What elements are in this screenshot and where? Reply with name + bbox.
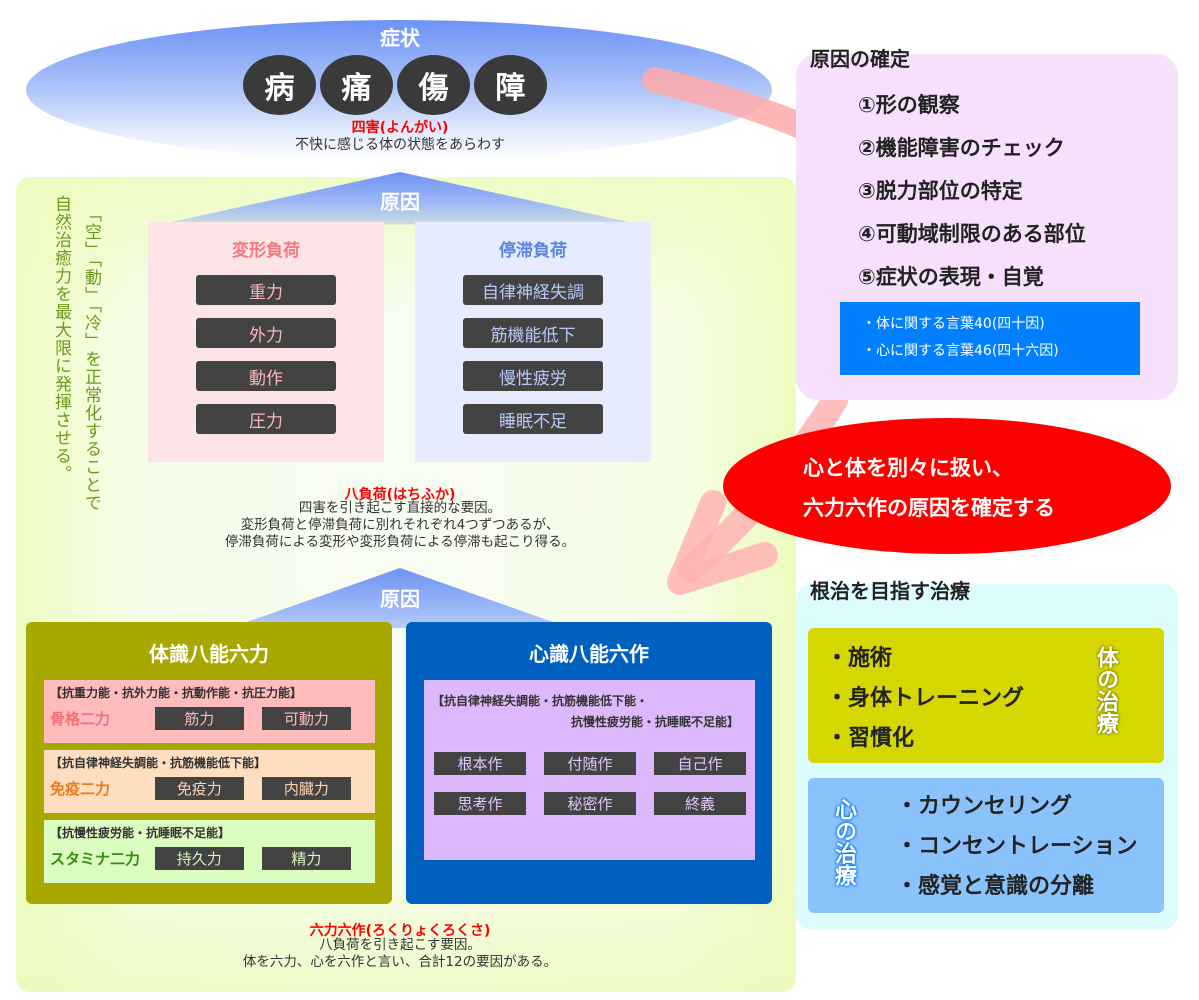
load-item: 外力 (196, 318, 336, 348)
symptom-circle: 痛 (320, 55, 393, 115)
deformation-load-box: 変形負荷 重力 外力 動作 圧力 (148, 222, 384, 462)
callout-line: 六力六作の原因を確定する (803, 496, 1055, 520)
eight-loads-line: 四害を引き起こす直接的な要因。 (298, 500, 502, 516)
load-item: 慢性疲労 (463, 361, 603, 391)
power-row-sub: 【抗自律神経失調能・抗筋機能低下能】 (50, 756, 267, 770)
treatment-item: ・施術 (826, 646, 893, 671)
cause-determination-list: ①形の観察 ②機能障害のチェック ③脱力部位の特定 ④可動域制限のある部位 ⑤症… (858, 90, 1086, 305)
power-row-name: 骨格二力 (50, 710, 111, 728)
six-powers-title: 六力六作(ろくりょくろくさ) (309, 923, 491, 939)
four-harms-title: 四害(よんがい) (351, 120, 449, 136)
treatment-title: 根治を目指す治療 (810, 579, 970, 603)
body-treatment-list: ・施術 ・身体トレーニング ・習慣化 (826, 644, 1024, 764)
cause-step: ③脱力部位の特定 (858, 179, 1023, 203)
load-item: 筋機能低下 (463, 318, 603, 348)
mind-sub-line1: 【抗自律神経失調能・抗筋機能低下能・ (432, 694, 649, 708)
word-count-item: ・体に関する言葉40(四十因) (862, 316, 1045, 332)
six-powers-line: 八負荷を引き起こす要因。 (319, 937, 481, 953)
eight-loads-line: 停滞負荷による変形や変形負荷による停滞も起こり得る。 (224, 534, 576, 550)
treatment-item: ・コンセントレーション (896, 834, 1138, 859)
four-harms-desc: 不快に感じる体の状態をあらわす (295, 137, 505, 153)
callout-line: 心と体を別々に扱い、 (803, 456, 1013, 480)
power-cell: 精力 (261, 847, 352, 870)
power-row-name: 免疫二力 (50, 780, 111, 798)
load-item: 睡眠不足 (463, 404, 603, 434)
mind-cell: 終義 (654, 792, 746, 815)
mind-cell: 付随作 (544, 752, 636, 775)
power-row-skeleton: 【抗重力能・抗外力能・抗動作能・抗圧力能】 骨格二力 筋力 可動力 (44, 680, 375, 743)
power-row-name: スタミナ二力 (50, 850, 141, 868)
body-panel: 体識八能六力 【抗重力能・抗外力能・抗動作能・抗圧力能】 骨格二力 筋力 可動力… (26, 622, 392, 904)
load-item: 自律神経失調 (463, 275, 603, 305)
body-treatment-box: ・施術 ・身体トレーニング ・習慣化 体の治療 (808, 628, 1164, 763)
power-row-sub: 【抗重力能・抗外力能・抗動作能・抗圧力能】 (50, 686, 303, 700)
callout-ellipse (723, 418, 1171, 554)
mind-panel: 心識八能六作 【抗自律神経失調能・抗筋機能低下能・ 抗慢性疲労能・抗睡眠不足能】… (406, 622, 772, 904)
symptom-circle: 病 (243, 55, 316, 115)
six-powers-line: 体を六力、心を六作と言い、合計12の要因がある。 (242, 954, 558, 970)
mind-treatment-list: ・カウンセリング ・コンセントレーション ・感覚と意識の分離 (896, 792, 1138, 912)
load-item: 圧力 (196, 404, 336, 434)
cause-determination-title: 原因の確定 (810, 47, 910, 71)
body-panel-title: 体識八能六力 (149, 642, 269, 666)
eight-loads-line: 変形負荷と停滞負荷に別れそれぞれ4つずつあるが、 (240, 517, 560, 533)
cause-step: ④可動域制限のある部位 (858, 222, 1086, 246)
cause-label-top: 原因 (380, 190, 420, 214)
vertical-text-line2: 自然治癒力を最大限に発揮させる。 (51, 195, 71, 483)
treatment-item: ・カウンセリング (896, 794, 1073, 819)
load-item: 重力 (196, 275, 336, 305)
stagnation-load-box: 停滞負荷 自律神経失調 筋機能低下 慢性疲労 睡眠不足 (415, 222, 651, 462)
six-powers-desc: 八負荷を引き起こす要因。 体を六力、心を六作と言い、合計12の要因がある。 (150, 937, 650, 971)
eight-loads-title: 八負荷(はちふか) (344, 487, 456, 503)
cause-step: ⑤症状の表現・自覚 (858, 265, 1044, 289)
power-cell: 免疫力 (154, 777, 244, 800)
power-cell: 内臓力 (261, 777, 352, 800)
mind-cell: 思考作 (434, 792, 526, 815)
mind-treatment-label: 心の治療 (831, 798, 856, 886)
power-row-immunity: 【抗自律神経失調能・抗筋機能低下能】 免疫二力 免疫力 内臓力 (44, 750, 375, 813)
power-cell: 可動力 (261, 707, 352, 730)
eight-loads-desc: 四害を引き起こす直接的な要因。 変形負荷と停滞負荷に別れそれぞれ4つずつあるが、… (150, 500, 650, 551)
mind-sub-line2: 抗慢性疲労能・抗睡眠不足能】 (570, 715, 739, 729)
treatment-item: ・習慣化 (826, 726, 915, 751)
stagnation-load-title: 停滞負荷 (499, 241, 567, 261)
word-count-item: ・心に関する言葉46(四十六因) (862, 343, 1059, 359)
symptom-title: 症状 (380, 26, 420, 50)
cause-step: ①形の観察 (858, 93, 960, 117)
symptom-circle: 傷 (397, 55, 470, 115)
mind-cell: 根本作 (434, 752, 526, 775)
cause-step: ②機能障害のチェック (858, 136, 1065, 160)
load-item: 動作 (196, 361, 336, 391)
treatment-item: ・身体トレーニング (826, 686, 1025, 711)
mind-treatment-box: 心の治療 ・カウンセリング ・コンセントレーション ・感覚と意識の分離 (808, 778, 1164, 913)
treatment-item: ・感覚と意識の分離 (896, 874, 1095, 899)
power-cell: 筋力 (154, 707, 244, 730)
mind-inner-box: 【抗自律神経失調能・抗筋機能低下能・ 抗慢性疲労能・抗睡眠不足能】 根本作 付随… (424, 680, 755, 860)
deformation-load-title: 変形負荷 (232, 241, 300, 261)
power-row-sub: 【抗慢性疲労能・抗睡眠不足能】 (50, 826, 231, 840)
mind-panel-title: 心識八能六作 (529, 642, 649, 666)
power-cell: 持久力 (154, 847, 244, 870)
power-row-stamina: 【抗慢性疲労能・抗睡眠不足能】 スタミナ二力 持久力 精力 (44, 820, 375, 883)
body-treatment-label: 体の治療 (1093, 646, 1118, 734)
cause-label-bottom: 原因 (380, 587, 420, 611)
word-count-box: ・体に関する言葉40(四十因) ・心に関する言葉46(四十六因) (840, 302, 1140, 375)
mind-grid: 根本作 付随作 自己作 思考作 秘密作 終義 (432, 752, 747, 815)
symptom-circles: 病 痛 傷 障 (243, 55, 547, 115)
mind-cell: 自己作 (654, 752, 746, 775)
vertical-text-line1: 「空」「動」「冷」を正常化することで (81, 205, 101, 512)
mind-cell: 秘密作 (544, 792, 636, 815)
symptom-circle: 障 (474, 55, 547, 115)
callout-text: 心と体を別々に扱い、 六力六作の原因を確定する (803, 448, 1055, 528)
